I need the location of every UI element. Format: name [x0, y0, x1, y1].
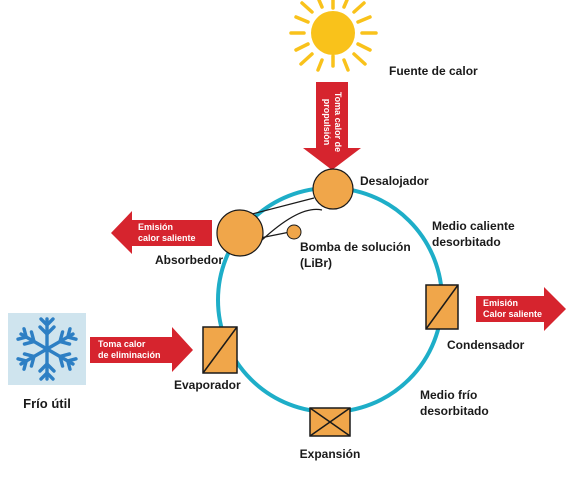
solution-lines — [251, 197, 323, 241]
absorber-arrow-line2: calor saliente — [138, 233, 196, 243]
snowflake-icon — [8, 313, 86, 385]
absorber-vessel — [216, 209, 264, 257]
drive-heat-arrow: Toma calor de propulsión — [303, 82, 361, 170]
absorber-heat-out-arrow: Emisión calor saliente — [111, 211, 212, 254]
expansion-label: Expansión — [300, 447, 361, 461]
evaporator-arrow-line2: de eliminación — [98, 350, 161, 360]
absorber-label: Absorbedor — [155, 253, 223, 267]
generator-label: Desalojador — [360, 174, 429, 188]
sun-icon — [289, 0, 378, 72]
drive-heat-arrow-line1: Toma calor de — [333, 92, 343, 152]
condenser-arrow-line1: Emisión — [483, 298, 518, 308]
condenser-heat-out-arrow: Emisión Calor saliente — [476, 287, 566, 331]
condenser-arrow-line2: Calor saliente — [483, 309, 542, 319]
evaporator-label: Evaporador — [174, 378, 241, 392]
generator-vessel — [312, 168, 354, 210]
useful-cold-label: Frío útil — [23, 396, 71, 411]
hot-medium-label-line2: desorbitado — [432, 235, 501, 249]
cold-medium-label-line2: desorbitado — [420, 404, 489, 418]
pump-label-line2: (LiBr) — [300, 256, 332, 270]
hot-medium-label-line1: Medio caliente — [432, 219, 515, 233]
evaporator-heat-in-arrow: Toma calor de eliminación — [90, 327, 193, 372]
condenser-label: Condensador — [447, 338, 525, 352]
absorber-arrow-line1: Emisión — [138, 222, 173, 232]
pump-label-line1: Bomba de solución — [300, 240, 411, 254]
expansion-valve — [309, 407, 351, 437]
cold-medium-label-line1: Medio frío — [420, 388, 477, 402]
heat-source-label: Fuente de calor — [389, 64, 478, 78]
drive-heat-arrow-line2: propulsión — [322, 99, 332, 146]
evaporator-box — [202, 326, 238, 374]
evaporator-arrow-line1: Toma calor — [98, 339, 146, 349]
condenser-box — [425, 284, 459, 330]
solution-pump — [286, 224, 302, 240]
